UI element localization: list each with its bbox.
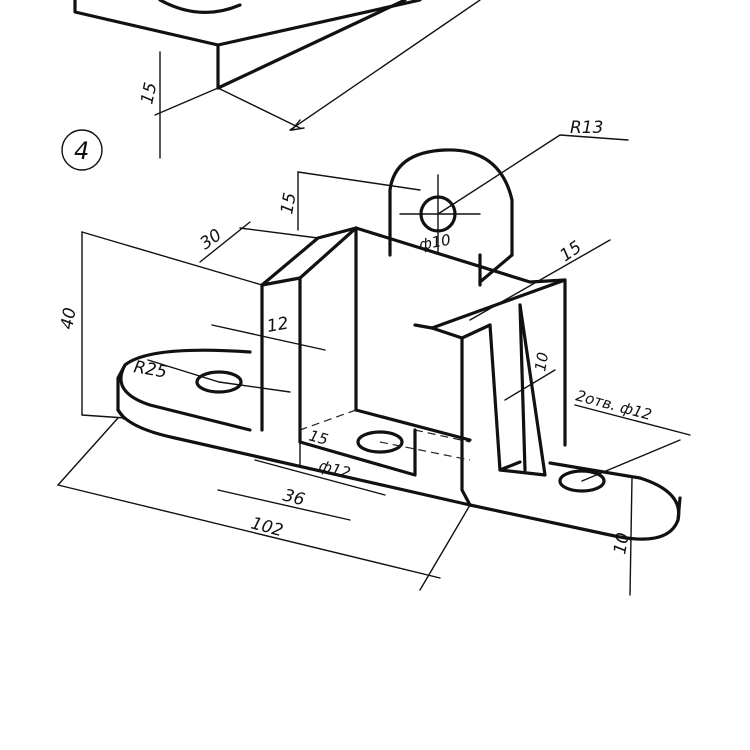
dim-overall-height: 40 [57,306,80,331]
lug [388,148,514,287]
dim-lug-radius: R13 [570,118,603,138]
figure-number: 4 [74,137,89,165]
figure-number-badge: 4 [61,129,103,171]
dim-wall-offset: 30 [196,225,225,254]
dim-wall-thickness: 12 [265,313,290,336]
dim-base-thickness: 10 [610,531,633,556]
dim-rib-width: 15 [556,237,585,266]
dim-center-offset: 15 [307,426,330,448]
top-cropped-part: 15 [73,0,481,159]
hidden-lines [299,409,471,461]
dim-overall-length: 102 [249,514,286,542]
dim-lug-height: 15 [277,191,300,216]
right-wall [354,226,567,507]
dim-end-radius: R25 [132,357,168,383]
base-plate [116,348,682,541]
dim-top-height: 15 [137,81,161,106]
dimension-lines [57,134,691,596]
left-wall [260,226,472,477]
dim-rib-thickness: 10 [531,351,552,373]
dim-lug-hole: ф10 [418,231,453,254]
dim-inner-width: 36 [281,486,307,511]
dim-side-holes: 2отв. ф12 [574,386,654,424]
